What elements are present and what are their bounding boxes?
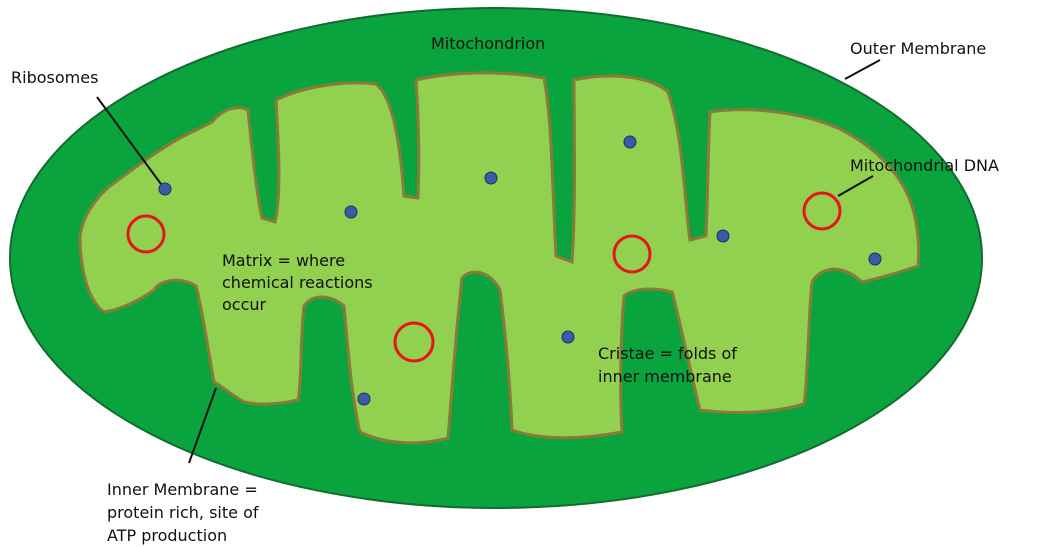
ribosome-dot-icon: [624, 136, 636, 148]
leader-outer-membrane: [845, 60, 880, 79]
ribosome-dot-icon: [358, 393, 370, 405]
ribosome-dot-icon: [345, 206, 357, 218]
ribosome-dot-icon: [869, 253, 881, 265]
ribosome-dot-icon: [159, 183, 171, 195]
ribosome-dot-icon: [717, 230, 729, 242]
diagram-title: Mitochondrion: [431, 34, 545, 53]
ribosome-dot-icon: [485, 172, 497, 184]
label-mitochondrial-dna: Mitochondrial DNA: [850, 156, 999, 175]
label-inner-membrane: Inner Membrane = protein rich, site of A…: [107, 480, 264, 545]
label-outer-membrane: Outer Membrane: [850, 39, 986, 58]
label-ribosomes: Ribosomes: [11, 68, 98, 87]
ribosome-dot-icon: [562, 331, 574, 343]
